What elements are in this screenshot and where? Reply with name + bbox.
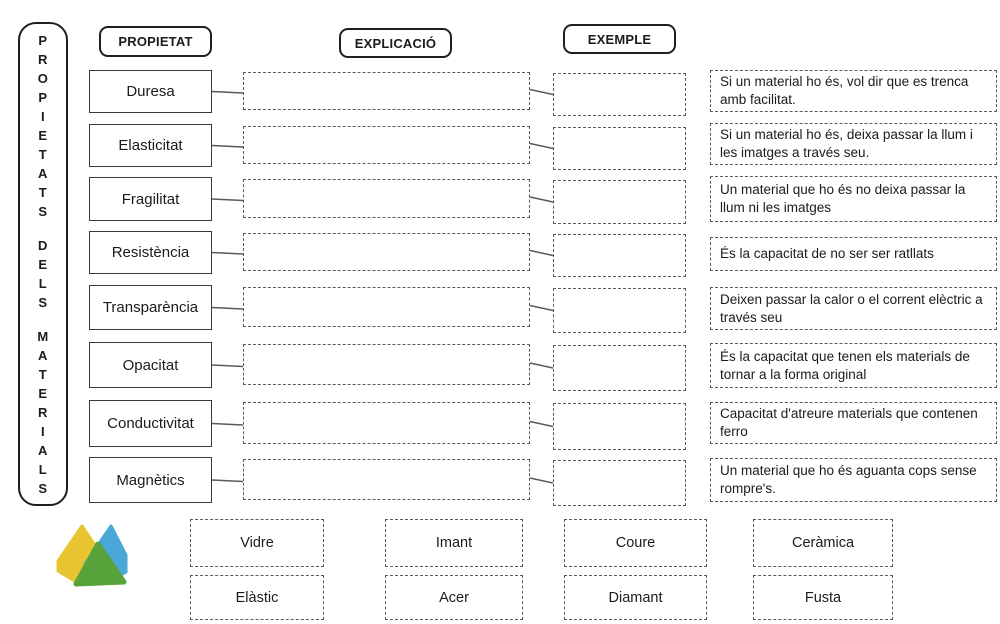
- connector-explanation-to-example: [529, 362, 554, 369]
- explanation-drop-zone[interactable]: [243, 402, 530, 444]
- example-drop-zone[interactable]: [553, 73, 686, 116]
- sidebar-title-letter: R: [38, 51, 48, 67]
- description-box: Un material que ho és aguanta cops sense…: [710, 458, 997, 502]
- sidebar-title-letter: E: [38, 127, 48, 143]
- answer-tile[interactable]: Acer: [385, 575, 523, 620]
- connector-explanation-to-example: [529, 477, 554, 484]
- answer-tile[interactable]: Fusta: [753, 575, 893, 620]
- explanation-drop-zone[interactable]: [243, 344, 530, 385]
- example-drop-zone[interactable]: [553, 288, 686, 333]
- sidebar-title-letter: E: [38, 385, 48, 401]
- example-drop-zone[interactable]: [553, 403, 686, 450]
- sidebar-title-letter: O: [37, 70, 49, 86]
- property-label-box: Transparència: [89, 285, 212, 330]
- column-header-explicacio: EXPLICACIÓ: [339, 28, 452, 58]
- sidebar-title-letter: S: [38, 294, 48, 310]
- connector-property-to-explanation: [211, 198, 244, 202]
- connector-property-to-explanation: [211, 144, 244, 148]
- answer-tile[interactable]: Elàstic: [190, 575, 324, 620]
- example-drop-zone[interactable]: [553, 345, 686, 391]
- property-label-box: Resistència: [89, 231, 212, 274]
- description-box: Si un material ho és, deixa passar la ll…: [710, 123, 997, 165]
- column-header-exemple: EXEMPLE: [563, 24, 676, 54]
- explanation-drop-zone[interactable]: [243, 72, 530, 110]
- explanation-drop-zone[interactable]: [243, 126, 530, 164]
- sidebar-title-letter: A: [38, 347, 48, 363]
- answer-tile[interactable]: Coure: [564, 519, 707, 567]
- property-label-box: Elasticitat: [89, 124, 212, 167]
- logo-green-triangle: [73, 541, 127, 587]
- sidebar-title-letter: S: [38, 480, 48, 496]
- sidebar-title-letter: I: [40, 108, 46, 124]
- connector-property-to-explanation: [211, 306, 244, 310]
- example-drop-zone[interactable]: [553, 127, 686, 170]
- description-box: Capacitat d'atreure materials que conten…: [710, 402, 997, 444]
- answer-tile[interactable]: Diamant: [564, 575, 707, 620]
- description-box: És la capacitat de no ser ser ratllats: [710, 237, 997, 271]
- sidebar-title-letter: T: [38, 184, 48, 200]
- example-drop-zone[interactable]: [553, 460, 686, 506]
- property-label-box: Duresa: [89, 70, 212, 113]
- connector-property-to-explanation: [211, 422, 244, 426]
- connector-property-to-explanation: [211, 251, 244, 255]
- example-drop-zone[interactable]: [553, 234, 686, 277]
- sidebar-title-letter: L: [38, 275, 48, 291]
- sidebar-title-letter: T: [38, 146, 48, 162]
- sidebar-title-letter: P: [38, 89, 48, 105]
- connector-explanation-to-example: [529, 304, 554, 312]
- sidebar-title-letter: I: [40, 423, 46, 439]
- sidebar-title-letter: T: [38, 366, 48, 382]
- sidebar-title-letter: A: [38, 442, 48, 458]
- answer-tile[interactable]: Imant: [385, 519, 523, 567]
- column-header-propietat: PROPIETAT: [99, 26, 212, 57]
- description-box: És la capacitat que tenen els materials …: [710, 343, 997, 388]
- property-label-box: Magnètics: [89, 457, 212, 503]
- sidebar-title-letter: P: [38, 32, 48, 48]
- explanation-drop-zone[interactable]: [243, 459, 530, 500]
- connector-explanation-to-example: [529, 249, 554, 257]
- connector-property-to-explanation: [211, 90, 244, 94]
- property-label-box: Fragilitat: [89, 177, 212, 221]
- sidebar-title-letter: L: [38, 461, 48, 477]
- sidebar-title-letter: M: [37, 328, 49, 344]
- sidebar-title-letter: S: [38, 203, 48, 219]
- connector-explanation-to-example: [529, 196, 554, 203]
- description-box: Deixen passar la calor o el corrent elèc…: [710, 287, 997, 330]
- connector-explanation-to-example: [529, 88, 554, 96]
- connector-explanation-to-example: [529, 142, 554, 150]
- explanation-drop-zone[interactable]: [243, 233, 530, 271]
- answer-tile[interactable]: Ceràmica: [753, 519, 893, 567]
- description-box: Si un material ho és, vol dir que es tre…: [710, 70, 997, 112]
- connector-property-to-explanation: [211, 479, 244, 483]
- explanation-drop-zone[interactable]: [243, 287, 530, 327]
- connector-property-to-explanation: [211, 364, 244, 368]
- explanation-drop-zone[interactable]: [243, 179, 530, 218]
- sidebar-title-letter: E: [38, 256, 48, 272]
- liveworksheets-logo: [56, 522, 128, 590]
- connector-explanation-to-example: [529, 420, 554, 428]
- sidebar-title-letter: D: [38, 237, 48, 253]
- property-label-box: Conductivitat: [89, 400, 212, 447]
- example-drop-zone[interactable]: [553, 180, 686, 224]
- answer-tile[interactable]: Vidre: [190, 519, 324, 567]
- sidebar-title-letter: A: [38, 165, 48, 181]
- property-label-box: Opacitat: [89, 342, 212, 388]
- description-box: Un material que ho és no deixa passar la…: [710, 176, 997, 222]
- sidebar-title-letter: R: [38, 404, 48, 420]
